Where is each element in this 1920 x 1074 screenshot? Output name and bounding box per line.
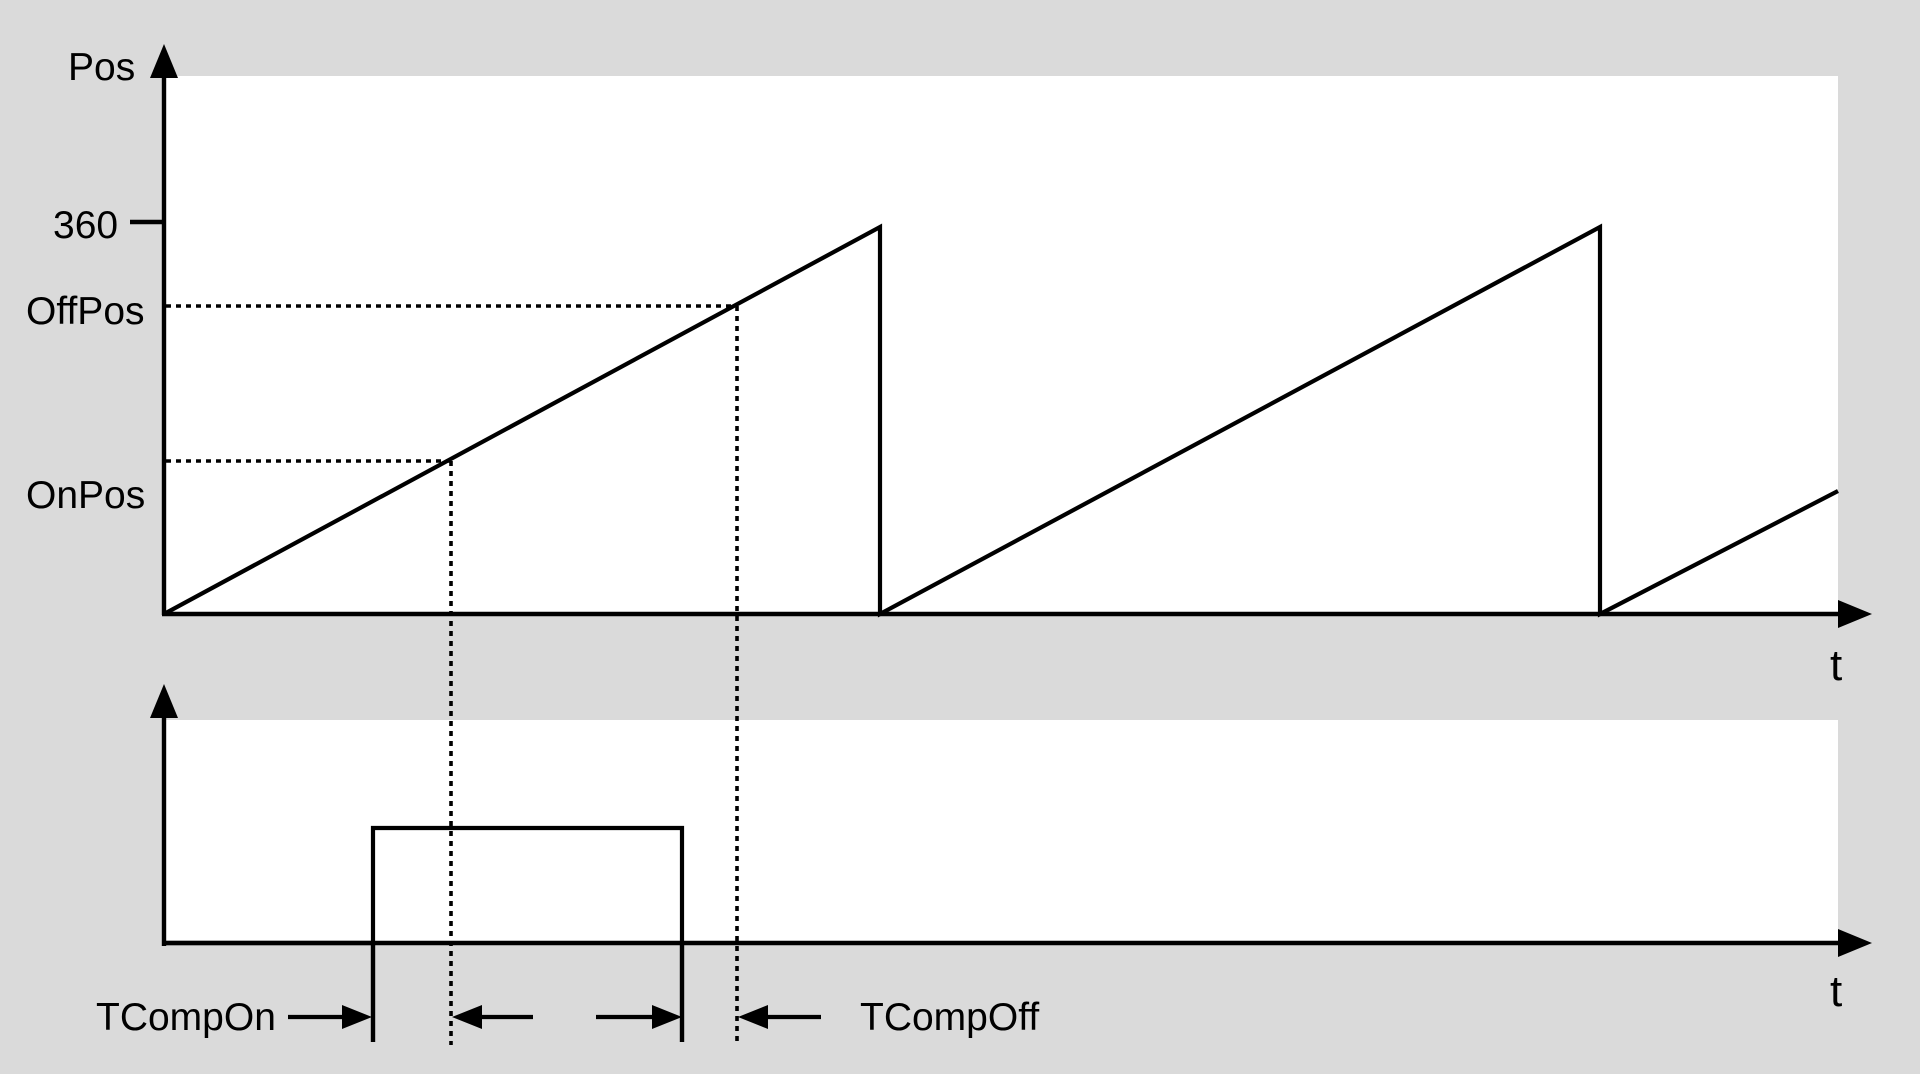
pulse-end-arrowhead bbox=[652, 1005, 682, 1029]
position-sawtooth-trace bbox=[163, 223, 1839, 618]
time-axis-bottom-label: t bbox=[1830, 967, 1842, 1016]
tcompoff-label: TCompOff bbox=[860, 996, 1039, 1039]
position-plot-panel bbox=[165, 76, 1838, 614]
tcompoff-arrowhead bbox=[738, 1005, 768, 1029]
time-axis-bottom-arrowhead bbox=[1838, 929, 1872, 957]
output-pulse-trace bbox=[164, 825, 685, 946]
offpos-label: OffPos bbox=[26, 290, 145, 333]
tick-360-label: 360 bbox=[53, 204, 118, 247]
output-plot-panel bbox=[165, 720, 1838, 944]
position-axis-arrowhead bbox=[150, 44, 178, 78]
onpos-label: OnPos bbox=[26, 474, 145, 517]
time-axis-top-label: t bbox=[1830, 641, 1842, 690]
tcompon-label: TCompOn bbox=[96, 996, 276, 1039]
onpos-arrowhead bbox=[452, 1005, 482, 1029]
pos-axis-label: Pos bbox=[68, 46, 135, 89]
tcompon-arrowhead bbox=[342, 1005, 372, 1029]
output-axis-arrowhead bbox=[150, 684, 178, 718]
time-axis-top-arrowhead bbox=[1838, 600, 1872, 628]
